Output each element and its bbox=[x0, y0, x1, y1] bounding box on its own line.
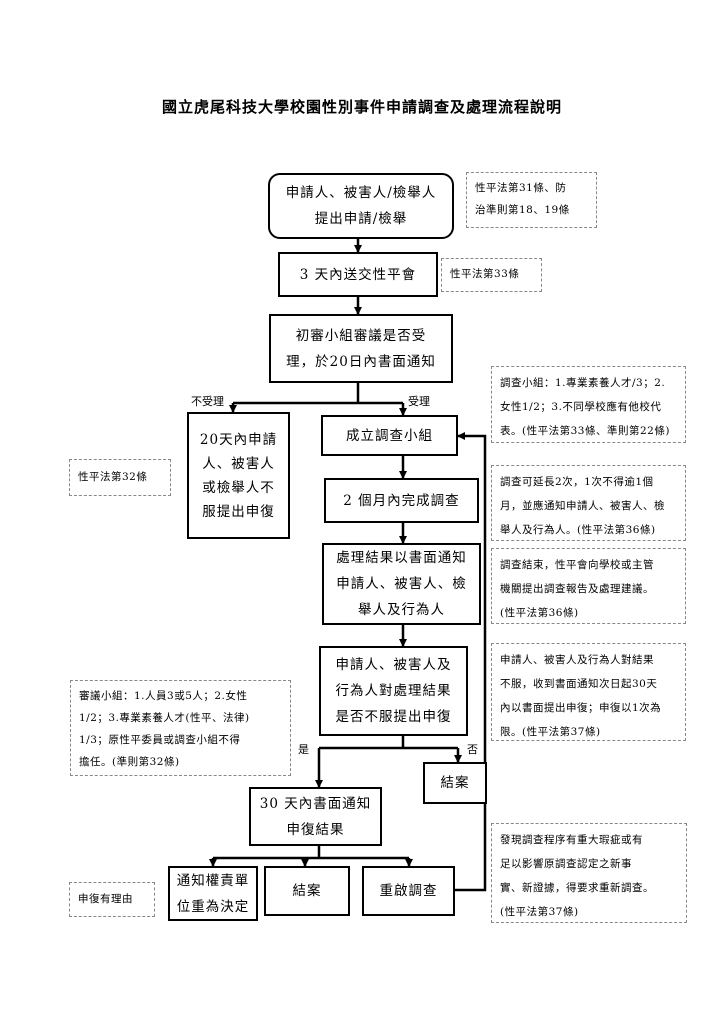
note-reinvestigation-text: 發現調查程序有重大瑕疵或有 足以影響原調查認定之新事 實、新證據，得要求重新調查… bbox=[500, 834, 654, 918]
reopen-box: 重啟調查 bbox=[362, 866, 455, 916]
notify-authority-box: 通知權責單 位重為決定 bbox=[168, 866, 258, 921]
note-law-32: 性平法第32條 bbox=[69, 459, 171, 496]
note-report-text: 調查結束，性平會向學校或主管 機關提出調查報告及處理建議。 (性平法第36條) bbox=[500, 559, 654, 619]
note-law-32-text: 性平法第32條 bbox=[78, 471, 148, 483]
label-yes: 是 bbox=[298, 743, 309, 756]
send-box: 3 天內送交性平會 bbox=[278, 252, 438, 297]
review-box-text: 初審小組審議是否受 理，於20日內書面通知 bbox=[286, 327, 436, 370]
close-final-box: 結案 bbox=[264, 866, 350, 916]
note-extension: 調查可延長2次，1次不得逾1個 月，並應通知申請人、被害人、檢 舉人及行為人。(… bbox=[491, 465, 686, 541]
start-box: 申請人、被害人/檢舉人 提出申請/檢舉 bbox=[268, 173, 454, 239]
appeal-result-box-text: 30 天內書面通知 申復結果 bbox=[259, 795, 372, 838]
note-appeal-deadline: 申請人、被害人及行為人對結果 不服，收到書面通知次日起30天 內以書面提出申復；… bbox=[491, 643, 686, 741]
start-box-text: 申請人、被害人/檢舉人 提出申請/檢舉 bbox=[285, 185, 437, 227]
note-appeal-justified: 申復有理由 bbox=[69, 882, 155, 917]
note-law-33-text: 性平法第33條 bbox=[450, 268, 520, 280]
reject-box-text: 20天內申請 人、被害人 或檢舉人不 服提出申復 bbox=[199, 431, 278, 520]
arrow-reopen-to-form-team bbox=[455, 432, 487, 892]
reopen-box-text: 重啟調查 bbox=[379, 883, 438, 899]
note-extension-text: 調查可延長2次，1次不得逾1個 月，並應通知申請人、被害人、檢 舉人及行為人。(… bbox=[500, 476, 665, 536]
investigate-box-text: 2 個月內完成調查 bbox=[343, 492, 460, 509]
appeal-question-box: 申請人、被害人及 行為人對處理結果 是否不服提出申復 bbox=[319, 646, 468, 736]
reject-box: 20天內申請 人、被害人 或檢舉人不 服提出申復 bbox=[187, 412, 290, 539]
note-report: 調查結束，性平會向學校或主管 機關提出調查報告及處理建議。 (性平法第36條) bbox=[491, 548, 686, 624]
note-reinvestigation: 發現調查程序有重大瑕疵或有 足以影響原調查認定之新事 實、新證據，得要求重新調查… bbox=[491, 823, 687, 923]
form-team-box: 成立調查小組 bbox=[321, 415, 458, 456]
label-accepted: 受理 bbox=[408, 395, 430, 408]
notify-authority-box-text: 通知權責單 位重為決定 bbox=[176, 872, 250, 915]
note-team-composition: 調查小組：1.專業素養人才/3；2. 女性1/2；3.不同學校應有他校代 表。(… bbox=[491, 366, 686, 443]
appeal-result-box: 30 天內書面通知 申復結果 bbox=[249, 787, 382, 846]
notify-result-box: 處理結果以書面通知 申請人、被害人、檢 舉人及行為人 bbox=[322, 543, 481, 625]
note-review-committee: 審議小組：1.人員3或5人；2.女性 1/2；3.專業素養人才(性平、法律) 1… bbox=[70, 680, 291, 776]
page-title: 國立虎尾科技大學校園性別事件申請調查及處理流程說明 bbox=[161, 98, 562, 116]
notify-result-box-text: 處理結果以書面通知 申請人、被害人、檢 舉人及行為人 bbox=[336, 550, 467, 618]
label-not-accepted: 不受理 bbox=[191, 395, 224, 408]
investigate-box: 2 個月內完成調查 bbox=[324, 478, 479, 523]
note-appeal-deadline-text: 申請人、被害人及行為人對結果 不服，收到書面通知次日起30天 內以書面提出申復；… bbox=[500, 654, 662, 738]
send-box-text: 3 天內送交性平會 bbox=[299, 266, 417, 283]
note-law-31: 性平法第31條、防 治準則第18、19條 bbox=[466, 172, 597, 228]
form-team-box-text: 成立調查小組 bbox=[346, 427, 433, 444]
review-box: 初審小組審議是否受 理，於20日內書面通知 bbox=[269, 314, 453, 383]
note-law-31-text: 性平法第31條、防 治準則第18、19條 bbox=[475, 182, 570, 216]
note-law-33: 性平法第33條 bbox=[441, 258, 542, 292]
label-no: 否 bbox=[467, 743, 478, 756]
close-no-box: 結案 bbox=[423, 762, 487, 804]
note-review-committee-text: 審議小組：1.人員3或5人；2.女性 1/2；3.專業素養人才(性平、法律) 1… bbox=[79, 690, 250, 768]
appeal-question-box-text: 申請人、被害人及 行為人對處理結果 是否不服提出申復 bbox=[335, 657, 452, 725]
close-no-box-text: 結案 bbox=[440, 775, 470, 791]
close-final-box-text: 結案 bbox=[292, 883, 322, 899]
note-team-composition-text: 調查小組：1.專業素養人才/3；2. 女性1/2；3.不同學校應有他校代 表。(… bbox=[500, 377, 670, 437]
note-appeal-justified-text: 申復有理由 bbox=[78, 893, 133, 905]
